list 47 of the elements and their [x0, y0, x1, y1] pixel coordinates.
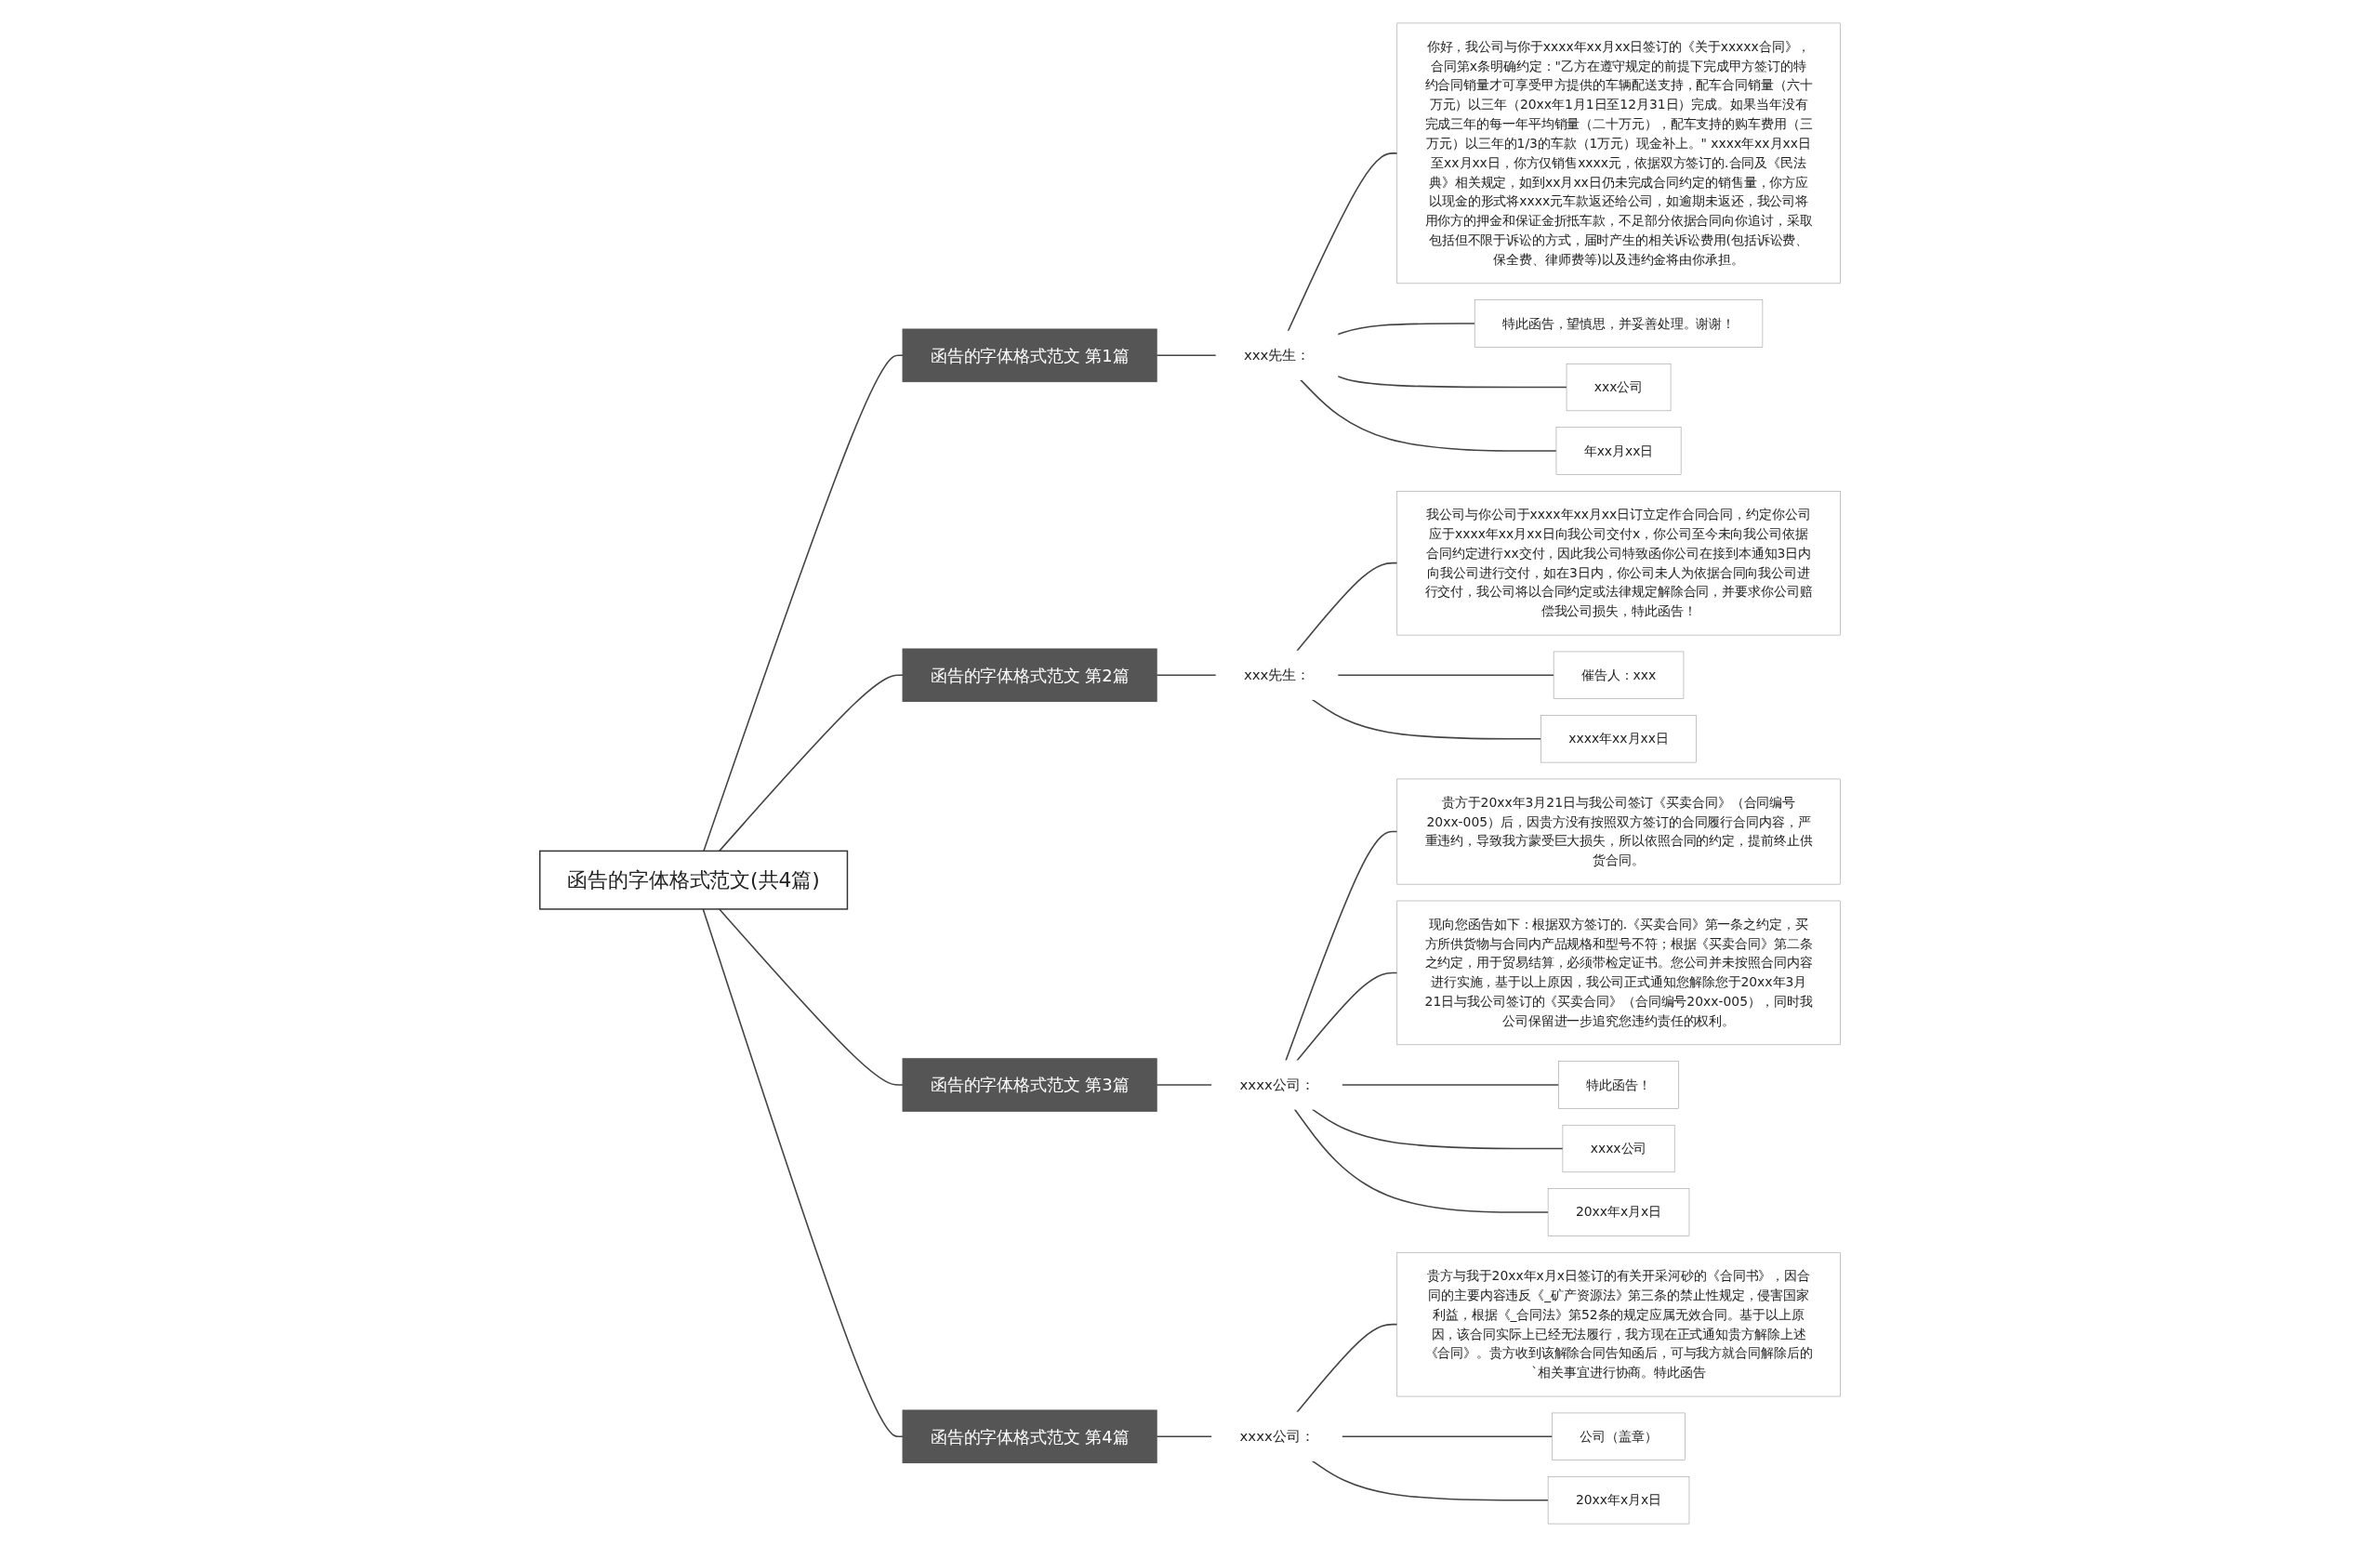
connector: [1337, 322, 1475, 336]
node-box: 现向您函告如下：根据双方签订的.《买卖合同》第一条之约定，买方所供货物与合同内产品规格和型号不符；根据《买卖合同》第二条之约定，用于贸易结算，必须带检定证书。您公司并未按照合同内容进行实施，基于以上原因，我公司正式通知您解除您于20xx年3月21日与我公司签订的《买卖合同》（合同编号20xx-005），同时我公司保留进一步追究您违约责任的权利。: [1396, 900, 1841, 1045]
connector: [1156, 674, 1217, 676]
node-text: xxxx公司：: [1239, 1076, 1315, 1093]
connector: [1311, 1460, 1549, 1501]
node-box: 20xx年x月x日: [1547, 1475, 1690, 1524]
connector: [1337, 375, 1567, 388]
connector: [1156, 1434, 1213, 1437]
node-box: xxx公司: [1566, 363, 1672, 411]
connector: [1337, 674, 1554, 676]
node-box: 我公司与你公司于xxxx年xx月xx日订立定作合同合同，约定你公司应于xxxx年xx月xx日向我公司交付x，你公司至今未向我公司依据合同约定进行xx交付，因此我公司特致函你公司在接到本通知3日内向我公司进行交付，如在3日内，你公司未人为依据合同向我公司进行交付，我公司将以合同约定或法律规定解除合同，并要求你公司赔偿我公司损失，特此函告！: [1396, 490, 1841, 635]
connector: [1299, 378, 1557, 452]
connector: [718, 907, 904, 1086]
node-text: xxx先生：: [1243, 666, 1311, 683]
connector: [1285, 830, 1398, 1062]
node-box: 函告的字体格式范文 第4篇: [902, 1408, 1157, 1463]
node-box: 贵方于20xx年3月21日与我公司签订《买卖合同》（合同编号20xx-005）后，因贵方没有按照双方签订的合同履行合同内容，严重违约，导致我方蒙受巨大损失，所以依照合同的约定，提前终止供货合同。: [1396, 778, 1841, 884]
node-text: xxx先生：: [1243, 346, 1311, 363]
node-box: 函告的字体格式范文 第2篇: [902, 648, 1157, 702]
connector: [1311, 1107, 1564, 1149]
node-box: 特此函告，望慎思，并妥善处理。谢谢！: [1474, 299, 1764, 348]
node-box: 函告的字体格式范文(共4篇): [538, 850, 849, 910]
node-box: 函告的字体格式范文 第3篇: [902, 1057, 1157, 1112]
connector: [1296, 1323, 1398, 1413]
connector: [1341, 1434, 1554, 1437]
connector: [1341, 1083, 1560, 1086]
connector: [1156, 1083, 1213, 1086]
node-box: xxxx年xx月xx日: [1540, 714, 1697, 762]
connector: [1296, 971, 1398, 1062]
connector: [1293, 1107, 1549, 1213]
connector: [1156, 354, 1217, 356]
node-box: 催告人：xxx: [1553, 651, 1685, 699]
node-box: 你好，我公司与你于xxxx年xx月xx日签订的《关于xxxxx合同》，合同第x条明确约定："乙方在遵守规定的前提下完成甲方签订的特约合同销量才可享受甲方提供的车辆配送支持，配车合同销量（六十万元）以三年（20xx年1月1日至12月31日）完成。如果当年没有完成三年的每一年平均销量（二十万元），配车支持的购车费用（三万元）以三年的1/3的车款（1万元）现金补上。" xxxx年xx月xx日至xx月xx日，你方仅销售xxxx元，依据双方签订的.合同及《民法典》相关规定，如到xx月xx日仍未完成合同约定的销售量，你方应以现金的形式将xxxx元车款返还给公司，如逾期未返还，我公司将用你方的押金和保证金折抵车款，不足部分依据合同向你追讨，采取包括但不限于诉讼的方式，届时产生的相关诉讼费用(包括诉讼费、保全费、律师费等)以及违约金将由你承担。: [1396, 22, 1841, 284]
connector: [718, 674, 904, 852]
connector: [703, 354, 904, 852]
node-box: 公司（盖章）: [1552, 1412, 1686, 1460]
node-box: 特此函告！: [1558, 1060, 1679, 1109]
connector: [1287, 152, 1398, 332]
node-box: 贵方与我于20xx年x月x日签订的有关开采河砂的《合同书》，因合同的主要内容违反《_矿产资源法》第三条的禁止性规定，侵害国家利益，根据《_合同法》第52条的规定应属无效合同。基于以上原因，该合同实际上已经无法履行，我方现在正式通知贵方解除上述《合同》。贵方收到该解除合同告知函后，可与我方就合同解除后的`相关事宜进行协商。特此函告: [1396, 1251, 1841, 1396]
node-text: xxxx公司：: [1239, 1427, 1315, 1445]
node-box: 20xx年x月x日: [1547, 1187, 1690, 1236]
node-box: 年xx月xx日: [1555, 427, 1682, 475]
node-box: xxxx公司: [1562, 1124, 1675, 1172]
connector: [1311, 698, 1542, 740]
connector: [1296, 562, 1398, 652]
node-box: 函告的字体格式范文 第1篇: [902, 328, 1157, 382]
connector: [702, 907, 904, 1437]
